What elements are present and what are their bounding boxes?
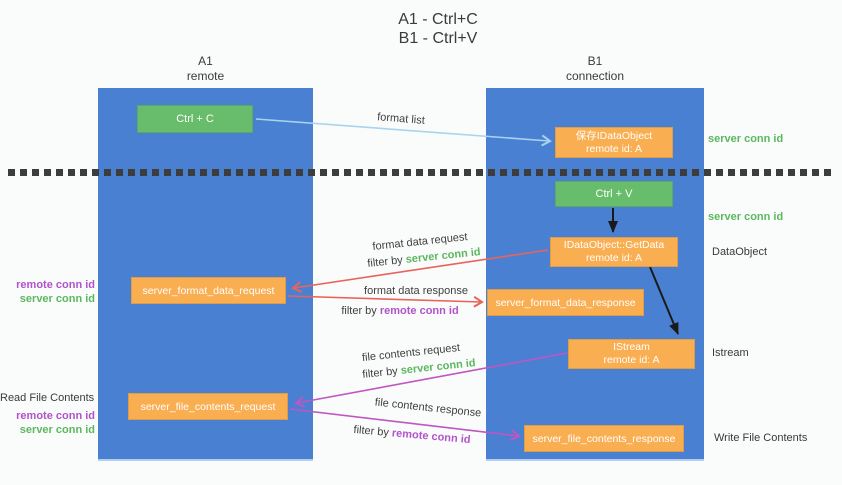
left-conn-id-pair-1: remote conn id server conn id [10,278,95,306]
title-line-2: B1 - Ctrl+V [398,30,478,47]
server-file-contents-response-label: server_file_contents_response [532,432,676,445]
server-conn-id-left-1: server conn id [19,293,95,305]
ctrl-v-box: Ctrl + V [555,181,673,207]
left-conn-id-pair-2: remote conn id server conn id [10,409,95,437]
filter-prefix-2: filter by [341,305,380,317]
dataobject-label: DataObject [712,246,768,258]
server-file-contents-response-box: server_file_contents_response [524,425,684,452]
istream-side-label: Istream [712,347,749,359]
format-list-label: format list [376,111,426,127]
lane-b-header: B1 connection [486,54,704,84]
ctrl-c-box: Ctrl + C [137,105,253,133]
write-file-contents-label: Write File Contents [714,432,808,444]
remote-conn-id-inline-2: remote conn id [391,427,471,447]
server-conn-id-right-label-2: server conn id [708,211,784,223]
istream-line2: remote id: A [603,354,660,366]
filter-prefix-4: filter by [353,423,393,440]
getdata-box: IDataObject::GetData remote id: A [550,237,678,267]
filter-by-remote-conn-id-label-1: filter by remote conn id [341,304,458,318]
getdata-line1: IDataObject::GetData [563,239,665,251]
istream-box: IStream remote id: A [568,339,695,369]
remote-conn-id-left-2: remote conn id [16,410,95,422]
istream-line1: IStream [613,341,650,353]
file-contents-response-label: file contents response [374,396,482,420]
remote-conn-id-inline-1: remote conn id [379,305,459,317]
server-conn-id-right-label-1: server conn id [708,133,784,145]
ctrl-v-label: Ctrl + V [595,188,633,200]
server-conn-id-left-2: server conn id [19,424,95,436]
filter-prefix-1: filter by [366,253,407,270]
save-dataobject-line2: remote id: A [585,142,643,155]
save-dataobject-box: 保存IDataObject remote id: A [555,127,673,158]
format-data-response-label: format data response [364,285,468,297]
filter-by-remote-conn-id-label-2: filter by remote conn id [353,423,471,447]
lane-b-name: B1 [587,54,603,68]
getdata-line2: remote id: A [585,252,643,264]
server-format-data-response-box: server_format_data_response [487,289,644,316]
lane-a-name: A1 [198,54,213,68]
dotted-separator-line [8,169,834,176]
title-line-1: A1 - Ctrl+C [398,11,478,28]
server-file-contents-request-label: server_file_contents_request [140,400,276,413]
lane-b-subtitle: connection [565,69,625,83]
lane-a-header: A1 remote [98,54,313,84]
server-format-data-response-label: server_format_data_response [495,296,636,309]
read-file-contents-label: Read File Contents [0,392,95,404]
diagram-title: A1 - Ctrl+C B1 - Ctrl+V [353,10,523,48]
server-format-data-request-box: server_format_data_request [131,277,286,304]
server-conn-id-inline-2: server conn id [400,357,477,377]
server-file-contents-request-box: server_file_contents_request [128,393,288,420]
filter-prefix-3: filter by [361,364,402,381]
remote-conn-id-left-1: remote conn id [16,279,95,291]
save-dataobject-line1: 保存IDataObject [575,129,653,142]
ctrl-c-label: Ctrl + C [176,113,214,125]
server-format-data-request-label: server_format_data_request [142,284,275,297]
lane-a-subtitle: remote [186,69,225,83]
